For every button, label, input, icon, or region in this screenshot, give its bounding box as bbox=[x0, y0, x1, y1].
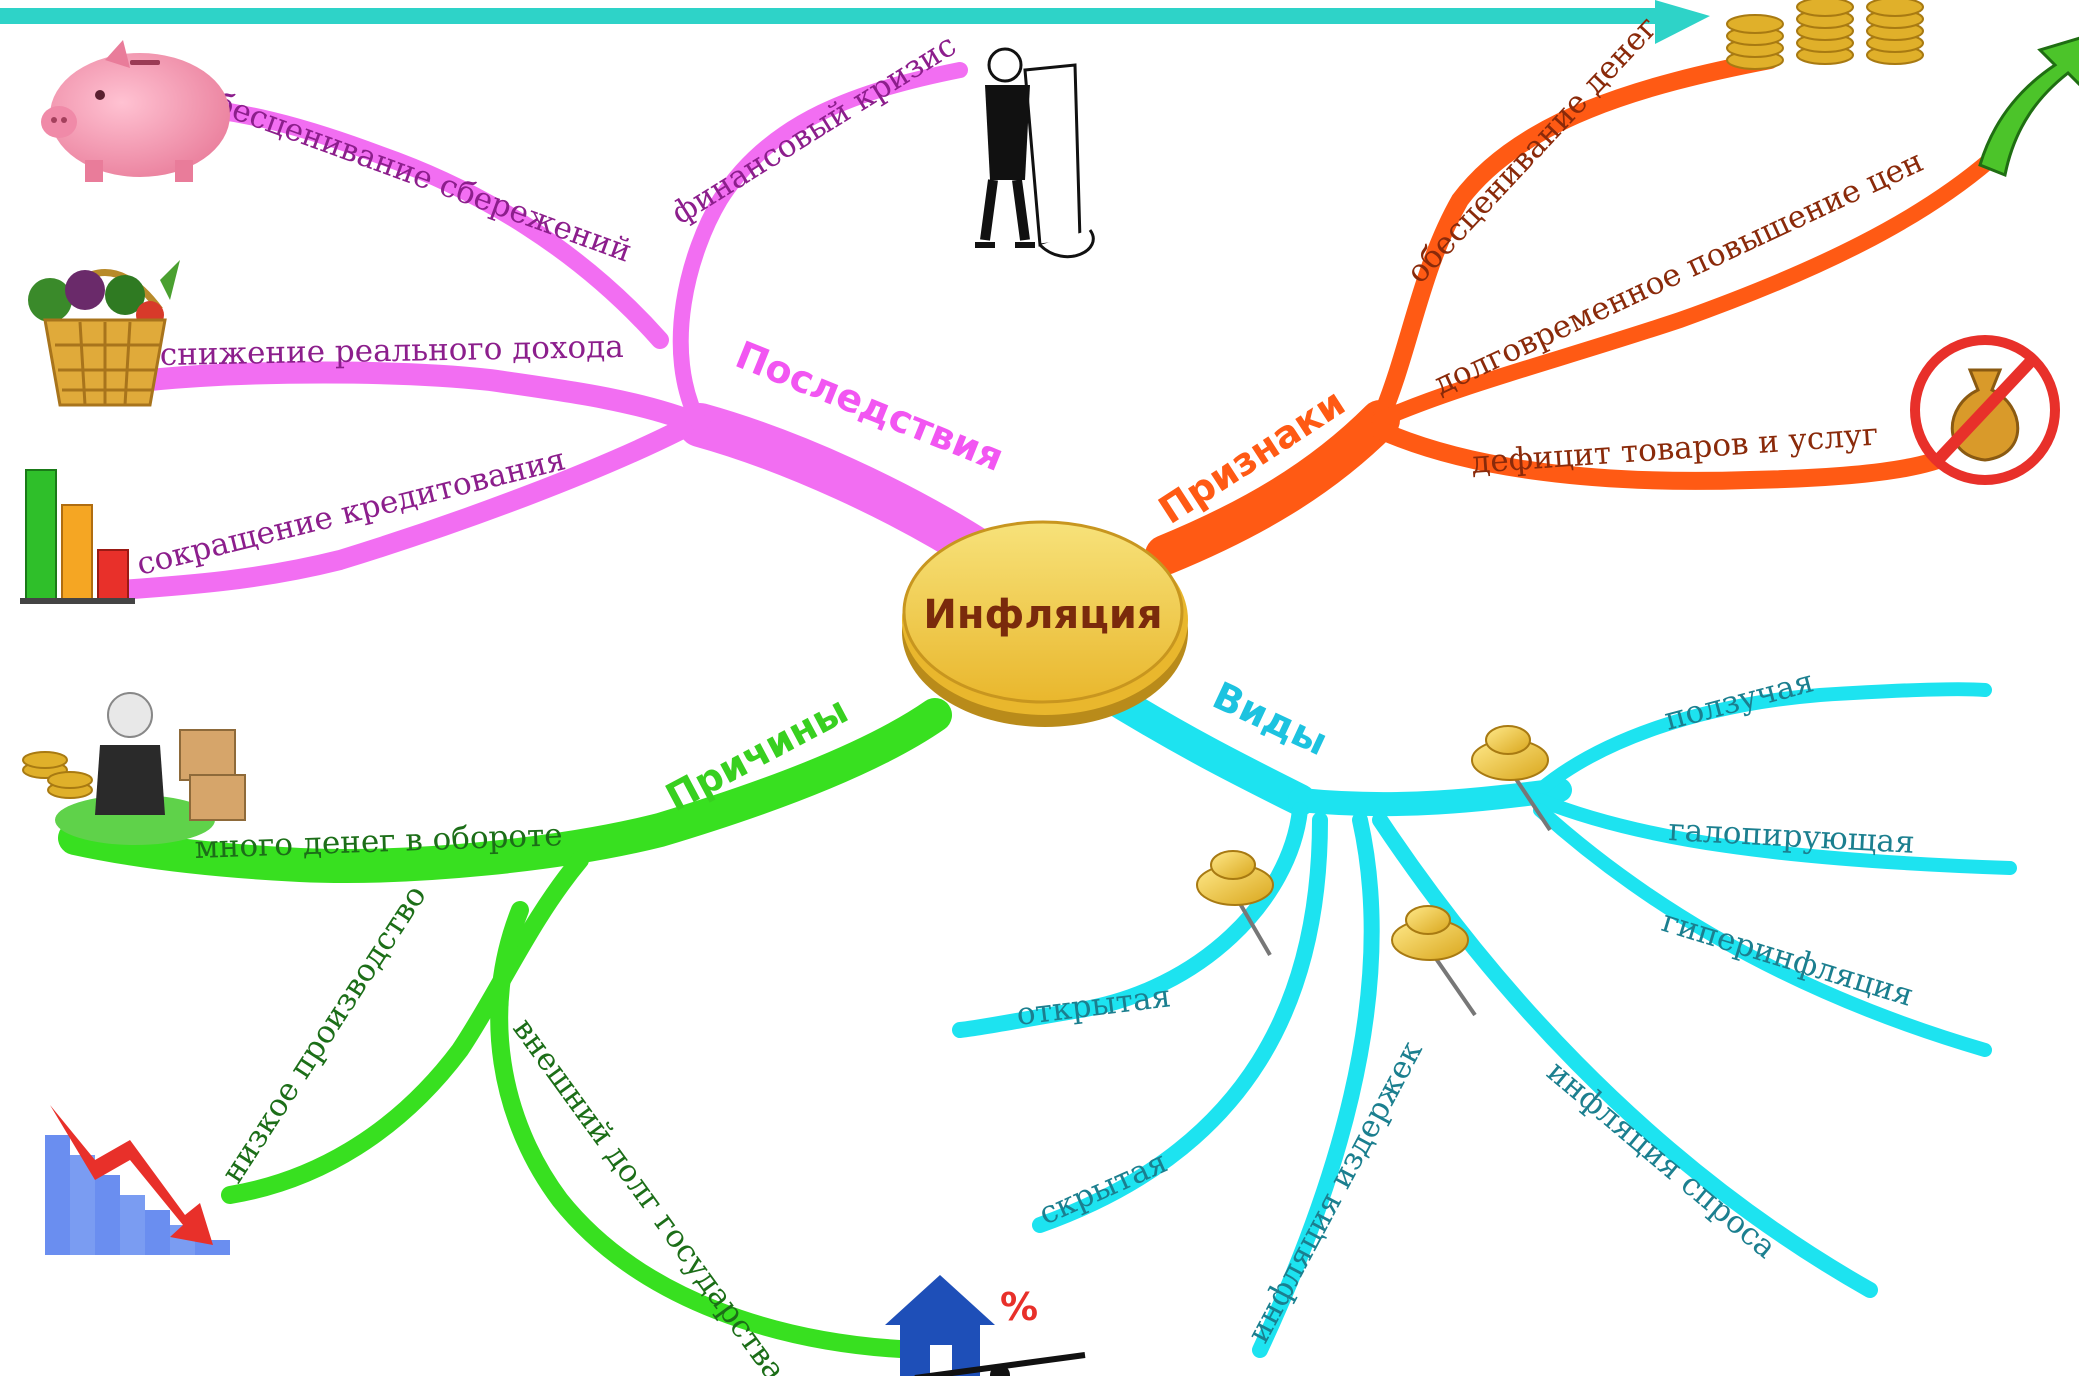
percent-symbol: % bbox=[1000, 1285, 1038, 1329]
label-creeping: ползучая bbox=[1661, 663, 1818, 737]
pushpin-icon bbox=[1471, 725, 1552, 832]
branch-causes bbox=[58, 698, 952, 1359]
branch-consequences bbox=[110, 62, 1007, 600]
bar-chart-icon bbox=[20, 469, 135, 604]
coin-stacks-icon bbox=[1726, 0, 1924, 70]
piggy-bank-icon bbox=[41, 40, 230, 182]
falling-chart-icon bbox=[45, 1105, 230, 1255]
pushpin-icon bbox=[1196, 850, 1274, 957]
label-real-income-decline: снижение реального дохода bbox=[160, 329, 624, 373]
label-galloping: галопирующая bbox=[1668, 812, 1916, 861]
label-hyperinflation: гиперинфляция bbox=[1658, 903, 1918, 1014]
pushpin-icon bbox=[1391, 905, 1477, 1017]
center-coin: Инфляция bbox=[902, 520, 1188, 727]
label-hidden: скрытая bbox=[1034, 1144, 1173, 1232]
center-label: Инфляция bbox=[923, 592, 1162, 638]
label-demand-inflation: инфляция спроса bbox=[1540, 1054, 1783, 1266]
label-open: открытая bbox=[1015, 978, 1173, 1033]
money-person-icon bbox=[22, 692, 246, 845]
vegetable-basket-icon bbox=[28, 260, 180, 407]
top-arrow bbox=[0, 0, 1710, 44]
up-arrow-icon bbox=[1978, 36, 2079, 178]
label-cost-inflation: инфляция издержек bbox=[1240, 1035, 1429, 1349]
label-financial-crisis: финансовый кризис bbox=[665, 27, 962, 231]
man-reading-scroll-icon bbox=[975, 47, 1095, 259]
crossed-money-bag-icon bbox=[1910, 335, 2060, 485]
branch-signs bbox=[1145, 51, 1998, 575]
branch-types bbox=[952, 674, 2017, 1358]
label-money-depreciation: обесценивание денег bbox=[1400, 9, 1666, 290]
house-percent-icon: % bbox=[885, 1275, 1086, 1376]
label-low-production: низкое производство bbox=[215, 879, 434, 1190]
label-savings-depreciation: обесценивание сбережений bbox=[192, 79, 636, 270]
